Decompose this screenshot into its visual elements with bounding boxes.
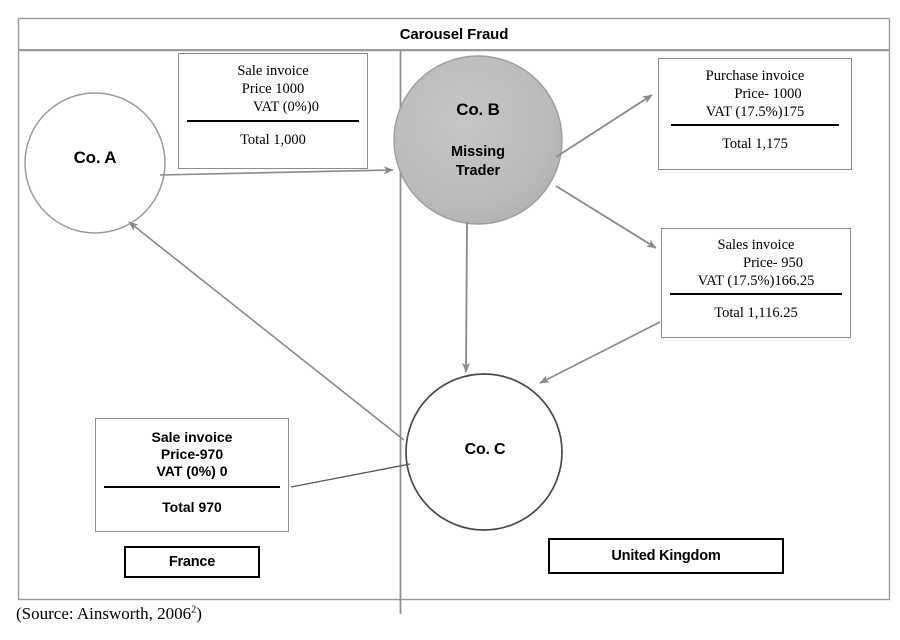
source-caption-prefix: (Source: Ainsworth, 2006 — [16, 604, 192, 623]
co-a-circle — [24, 92, 166, 234]
invoice-price: Price-970 — [160, 446, 224, 463]
invoice-box-sale-c: Sale invoice Price-970 VAT (0%) 0 Total … — [95, 418, 289, 532]
co-a-label: Co. A — [73, 148, 117, 167]
source-caption-superscript: 2 — [191, 604, 197, 616]
invoice-heading: Sale invoice — [237, 63, 309, 79]
invoice-vat: VAT (17.5%)175 — [705, 103, 805, 120]
invoice-total: Total 970 — [162, 498, 222, 515]
invoice-heading: Sale invoice — [151, 429, 233, 445]
invoice-price: Price 1000 — [241, 80, 305, 97]
co-b-circle — [393, 55, 563, 225]
invoice-total-rule — [671, 124, 839, 127]
connector-sale-invoice-c-to-co-c — [290, 463, 411, 488]
source-caption: (Source: Ainsworth, 20062) — [16, 604, 202, 624]
jurisdiction-label-united-kingdom-text: United Kingdom — [611, 548, 721, 564]
jurisdiction-label-france: France — [124, 546, 260, 578]
co-b-sublabel: Missing Trader — [403, 143, 553, 181]
jurisdiction-label-united-kingdom: United Kingdom — [548, 538, 784, 574]
invoice-box-purchase-b: Purchase invoice Price- 1000 VAT (17.5%)… — [658, 58, 852, 170]
invoice-total-rule — [670, 293, 842, 296]
invoice-vat: VAT (17.5%)166.25 — [697, 272, 815, 289]
figure-title-bar: Carousel Fraud — [18, 18, 890, 50]
source-caption-suffix: ) — [196, 604, 202, 623]
arrow-sales-invoice-to-c — [539, 321, 661, 384]
arrow-b-to-sales-invoice — [555, 185, 657, 249]
invoice-total-rule — [104, 485, 280, 488]
page-title: Carousel Fraud — [399, 25, 509, 43]
invoice-vat: VAT (0%) 0 — [156, 463, 228, 480]
invoice-total: Total 1,116.25 — [714, 305, 798, 322]
invoice-heading: Purchase invoice — [705, 68, 805, 84]
arrow-b-to-purchase-invoice — [555, 94, 653, 158]
co-b-sublabel-line1: Missing — [451, 144, 505, 160]
invoice-total-rule — [187, 120, 359, 123]
arrow-b-to-c — [462, 221, 471, 373]
co-c-circle — [405, 373, 563, 531]
invoice-price: Price- 950 — [743, 254, 803, 271]
arrow-c-to-a — [128, 221, 405, 441]
invoice-box-sale-a: Sale invoice Price 1000 VAT (0%)0 Total … — [178, 53, 368, 169]
co-c-label: Co. C — [464, 441, 506, 458]
invoice-total: Total 1,175 — [722, 136, 788, 153]
invoice-heading: Sales invoice — [717, 237, 795, 253]
invoice-box-sales-b: Sales invoice Price- 950 VAT (17.5%)166.… — [661, 228, 851, 338]
co-b-label: Co. B — [456, 100, 500, 119]
invoice-vat: VAT (0%)0 — [253, 98, 319, 115]
arrow-a-to-b — [159, 166, 394, 176]
invoice-total: Total 1,000 — [240, 132, 306, 149]
jurisdiction-label-france-text: France — [168, 554, 216, 570]
co-b-sublabel-line2: Trader — [455, 163, 501, 180]
invoice-price: Price- 1000 — [734, 85, 802, 102]
